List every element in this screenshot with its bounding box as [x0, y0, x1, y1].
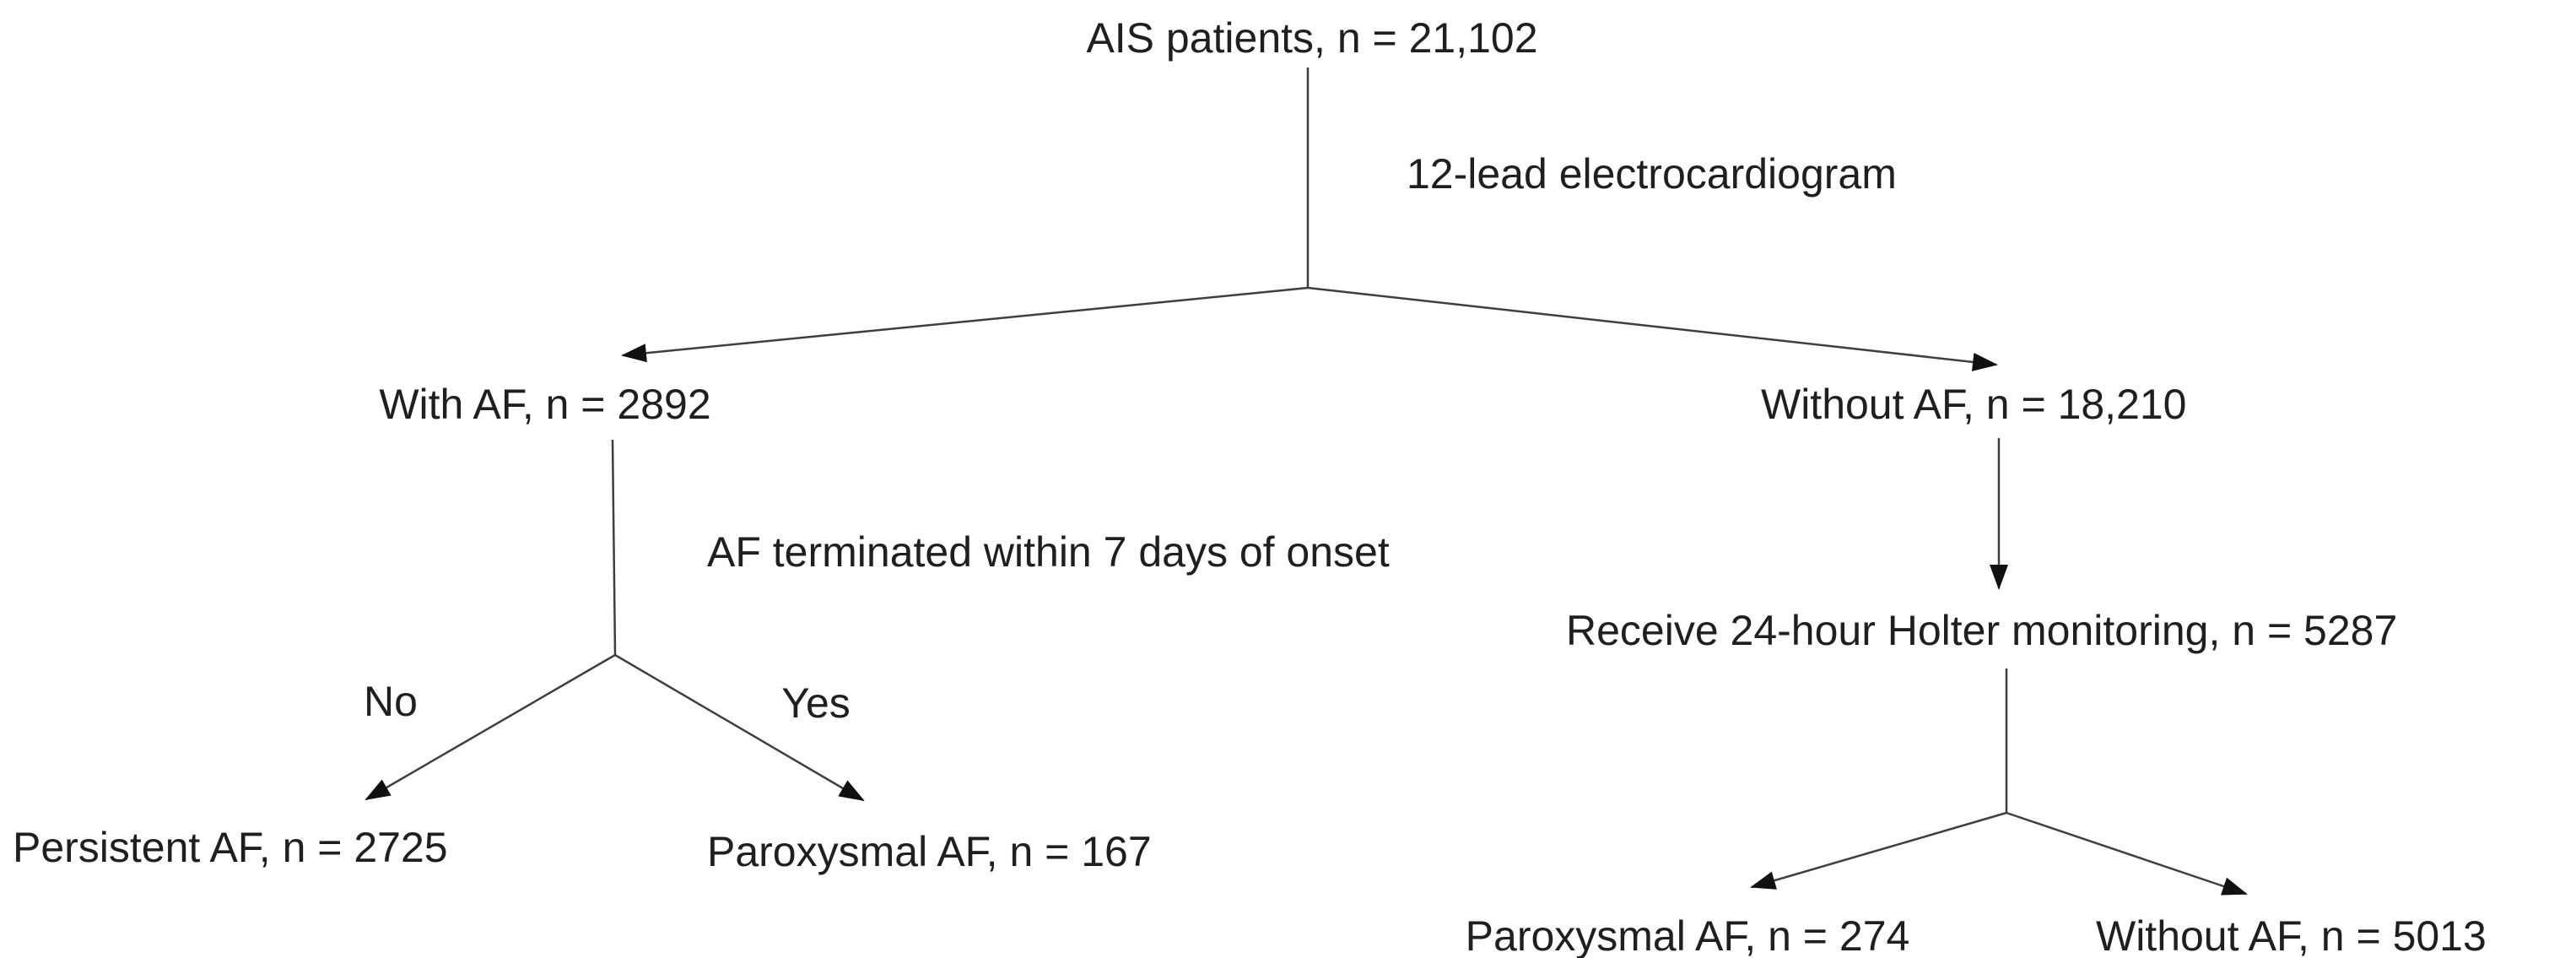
label-terminated-step: AF terminated within 7 days of onset	[707, 528, 1390, 576]
label-branch-yes: Yes	[781, 679, 851, 727]
node-without-af: Without AF, n = 18,210	[1761, 381, 2187, 428]
node-persistent-af: Persistent AF, n = 2725	[13, 824, 448, 871]
edge-no-to-persistent-af	[365, 653, 616, 801]
node-with-af: With AF, n = 2892	[379, 381, 710, 428]
edge-root-to-with-af	[621, 286, 1309, 363]
node-without-af-holter: Without AF, n = 5013	[2096, 912, 2487, 958]
node-paroxysmal-af-yes: Paroxysmal AF, n = 167	[707, 828, 1152, 875]
label-branch-no: No	[364, 678, 418, 725]
edge-with-af-stem	[611, 439, 617, 656]
node-paroxysmal-af-holter: Paroxysmal AF, n = 274	[1466, 912, 1910, 958]
label-ecg-step: 12-lead electrocardiogram	[1407, 150, 1897, 198]
edge-holter-to-without-af	[2006, 811, 2248, 896]
edge-holter-to-paroxysmal-af	[1750, 811, 2007, 890]
edge-root-to-without-af	[1307, 286, 1998, 371]
node-holter: Receive 24-hour Holter monitoring, n = 5…	[1566, 607, 2397, 654]
node-root: AIS patients, n = 21,102	[1086, 14, 1537, 62]
edge-yes-to-paroxysmal-af	[614, 653, 865, 802]
